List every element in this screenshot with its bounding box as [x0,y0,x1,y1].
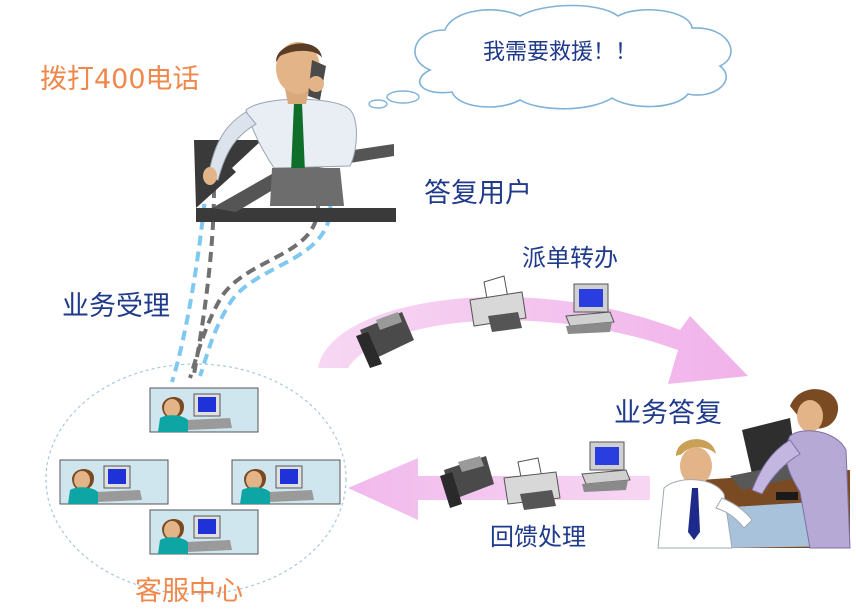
computer-icon [565,283,615,334]
fax-machine-icon [440,456,494,508]
service-center-label: 客服中心 [135,576,243,607]
dispatch-order-label: 派单转办 [522,244,618,272]
feedback-processing-label: 回馈处理 [490,523,586,551]
call-agent-icon [149,387,259,433]
call-agent-icon [149,509,259,555]
printer-icon [469,275,527,332]
speech-cloud [368,4,732,110]
printer-icon [503,457,561,510]
reply-user-label: 答复用户 [424,178,532,209]
business-accept-label: 业务受理 [62,291,170,322]
fax-machine-icon [356,312,414,368]
dispatch-flow-arrow [318,296,748,384]
dial-hotline-label: 拨打400电话 [40,64,200,95]
feedback-flow-arrow [348,458,650,520]
computer-icon [581,441,631,492]
call-agent-icon [59,459,169,505]
rescue-request-text: 我需要救援！！ [483,40,638,65]
phone-caller-icon [194,42,396,222]
business-team-icon [657,389,851,549]
call-agent-icon [231,459,341,505]
business-reply-label: 业务答复 [614,398,722,429]
